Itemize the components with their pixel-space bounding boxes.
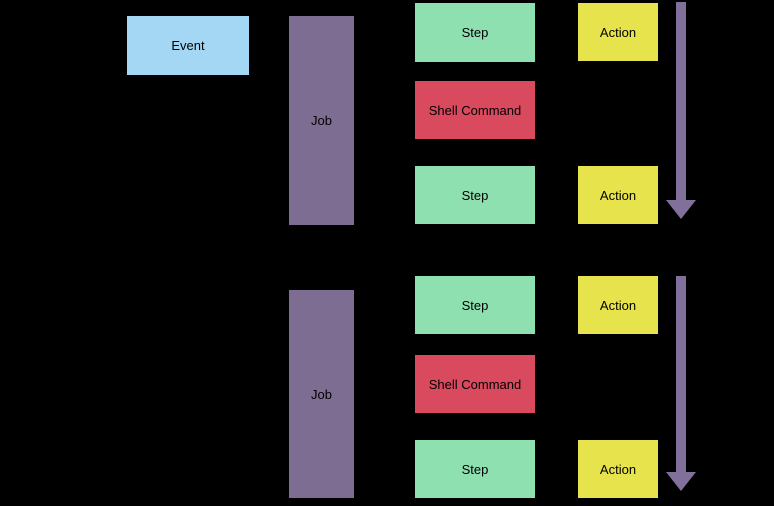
action-node-2: Action: [578, 166, 658, 224]
down-arrow-head-icon: [666, 472, 696, 491]
job-node-2: Job: [289, 290, 354, 498]
action-node-3: Action: [578, 276, 658, 334]
shell-command-node-2: Shell Command: [415, 355, 535, 413]
step-node-4: Step: [415, 440, 535, 498]
down-arrow-shaft-icon: [676, 2, 686, 200]
step-node-1: Step: [415, 3, 535, 62]
down-arrow-shaft-icon: [676, 276, 686, 472]
step-node-2: Step: [415, 166, 535, 224]
job-node-1: Job: [289, 16, 354, 225]
action-node-4: Action: [578, 440, 658, 498]
action-node-1: Action: [578, 3, 658, 61]
event-node: Event: [127, 16, 249, 75]
down-arrow-head-icon: [666, 200, 696, 219]
step-node-3: Step: [415, 276, 535, 334]
shell-command-node-1: Shell Command: [415, 81, 535, 139]
